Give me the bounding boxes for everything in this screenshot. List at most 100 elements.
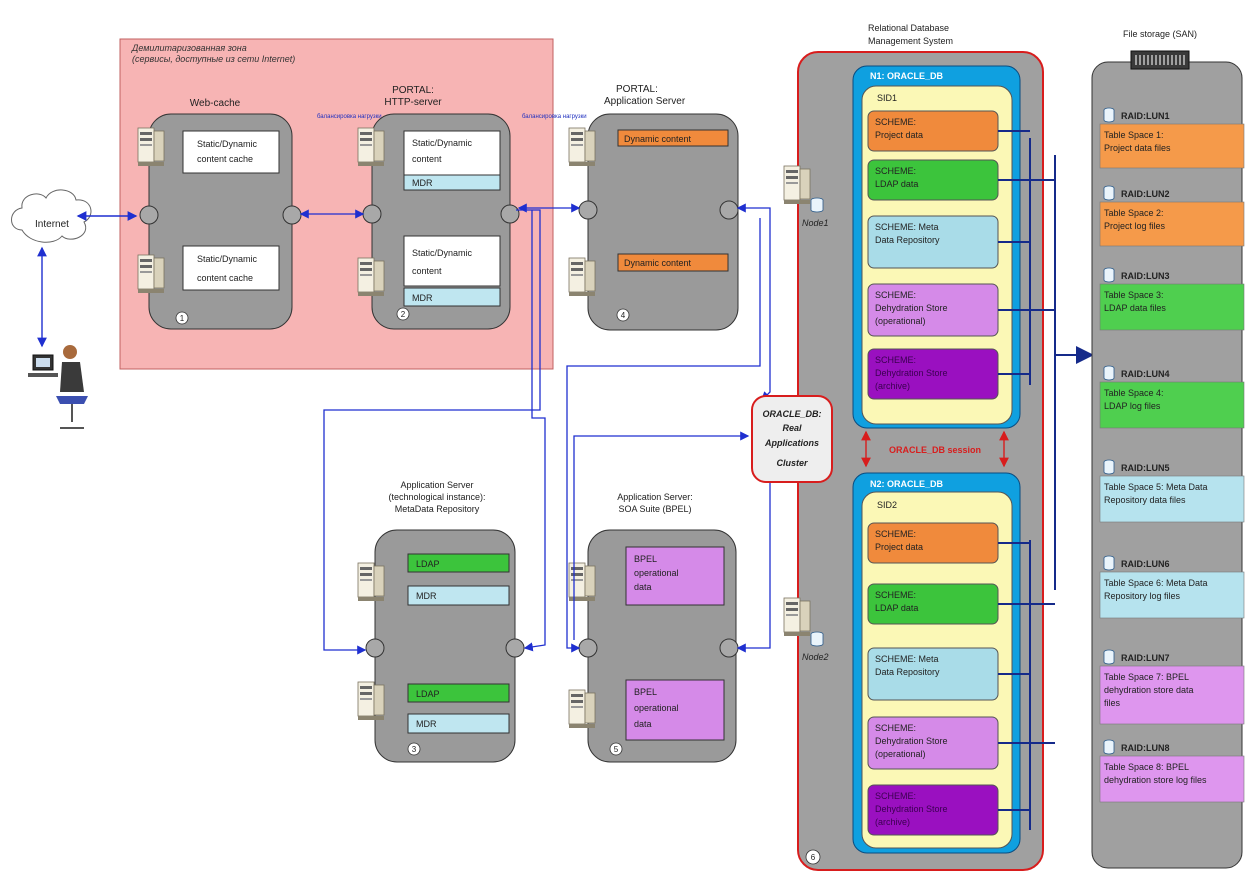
node2-icon: Node2: [783, 597, 829, 662]
lun-line3: files: [1104, 698, 1121, 708]
soa-number: 5: [614, 745, 619, 754]
webcache-server: Web-cache Static/Dynamic content cache S…: [137, 98, 302, 330]
scheme-box: SCHEME:Dehydration Store(archive): [867, 348, 1030, 400]
dmz-title: Демилитаризованная зона: [131, 43, 247, 53]
rac-cluster: ORACLE_DB: Real Applications Cluster: [751, 395, 833, 483]
soa-title1: Application Server:: [617, 492, 693, 502]
soa-bpel2-l1: BPEL: [634, 687, 657, 697]
lun-name: RAID:LUN4: [1121, 369, 1170, 379]
http-title2: HTTP-server: [384, 97, 442, 108]
scheme-box: SCHEME:Project data: [867, 110, 1030, 152]
storage-title: File storage (SAN): [1123, 29, 1197, 39]
scheme-line1: SCHEME:: [875, 355, 916, 365]
meta-title2: (technological instance):: [388, 492, 485, 502]
app-server: PORTAL: Application Server Dynamic conte…: [568, 84, 739, 331]
http-number: 2: [401, 310, 406, 319]
app-dyn1: Dynamic content: [624, 134, 692, 144]
meta-server: Application Server (technological instan…: [357, 480, 525, 763]
lun-name: RAID:LUN5: [1121, 463, 1170, 473]
rac-line3: Applications: [764, 438, 819, 448]
rdbms-number: 6: [811, 853, 816, 862]
scheme-line1: SCHEME:: [875, 166, 916, 176]
scheme-line2: LDAP data: [875, 603, 918, 613]
session-label: ORACLE_DB session: [889, 445, 981, 455]
scheme-box: SCHEME:Dehydration Store(operational): [867, 283, 1055, 337]
balancer-label-2: балансировка нагрузки: [522, 114, 587, 120]
disk-icon: [1103, 365, 1115, 381]
scheme-line3: (operational): [875, 316, 926, 326]
webcache-number: 1: [180, 314, 185, 323]
lun-name: RAID:LUN2: [1121, 189, 1170, 199]
lun-line2: Project data files: [1104, 143, 1171, 153]
scheme-line2: Dehydration Store: [875, 303, 948, 313]
http-mdr2: MDR: [412, 293, 433, 303]
scheme-line1: SCHEME:: [875, 529, 916, 539]
scheme-line3: (operational): [875, 749, 926, 759]
scheme-line2: Project data: [875, 542, 923, 552]
scheme-box: SCHEME: Project data: [867, 522, 1030, 564]
lun-line1: Table Space 8: BPEL: [1104, 762, 1189, 772]
lun-line2: Project log files: [1104, 221, 1166, 231]
rac-line2: Real: [782, 423, 802, 433]
db1-sid: SID1: [877, 93, 897, 103]
scheme-line2: LDAP data: [875, 179, 918, 189]
scheme-box: SCHEME: MetaData Repository: [867, 215, 1030, 269]
app-dyn2: Dynamic content: [624, 258, 692, 268]
scheme-box: SCHEME: MetaData Repository: [867, 647, 1030, 701]
lun-line2: Repository log files: [1104, 591, 1181, 601]
scheme-line1: SCHEME: Meta: [875, 654, 939, 664]
lun-line1: Table Space 5: Meta Data: [1104, 482, 1208, 492]
soa-bpel2-l3: data: [634, 719, 652, 729]
app-number: 4: [621, 311, 626, 320]
lun-name: RAID:LUN1: [1121, 111, 1170, 121]
http-box1-line2: content: [412, 154, 442, 164]
disk-icon: [1103, 649, 1115, 665]
soa-bpel1-l1: BPEL: [634, 554, 657, 564]
lun-name: RAID:LUN8: [1121, 743, 1170, 753]
user-icon: [28, 345, 88, 429]
disk-icon: [1103, 555, 1115, 571]
scheme-line3: (archive): [875, 817, 910, 827]
dmz-subtitle: (сервисы, доступные из сети Internet): [132, 54, 295, 64]
lun-line2: LDAP data files: [1104, 303, 1166, 313]
soa-bpel2-l2: operational: [634, 703, 679, 713]
meta-title1: Application Server: [400, 480, 473, 490]
scheme-line2: Dehydration Store: [875, 736, 948, 746]
meta-mdr1: MDR: [416, 591, 437, 601]
lun-name: RAID:LUN7: [1121, 653, 1170, 663]
db-instance-2: N2: ORACLE_DB SID2 SCHEME:Project dataSC…: [852, 472, 1055, 854]
node1-icon: Node1: [783, 165, 829, 228]
node1-label: Node1: [802, 218, 829, 228]
meta-ldap2: LDAP: [416, 689, 440, 699]
lun-line1: Table Space 7: BPEL: [1104, 672, 1189, 682]
rdbms-title1: Relational Database: [868, 23, 949, 33]
scheme-line2: Project data: [875, 130, 923, 140]
rac-line1: ORACLE_DB:: [762, 409, 821, 419]
soa-server: Application Server: SOA Suite (BPEL) BPE…: [568, 492, 739, 763]
scheme-box: SCHEME:LDAP data: [867, 583, 1055, 625]
lun-name: RAID:LUN3: [1121, 271, 1170, 281]
http-box2-line1: Static/Dynamic: [412, 248, 473, 258]
http-box1-line1: Static/Dynamic: [412, 138, 473, 148]
webcache-box2-line1: Static/Dynamic: [197, 254, 258, 264]
meta-title3: MetaData Repository: [395, 504, 480, 514]
soa-bpel1-l3: data: [634, 582, 652, 592]
scheme-line3: (archive): [875, 381, 910, 391]
app-title2: Application Server: [604, 96, 686, 107]
http-box2-line2: content: [412, 266, 442, 276]
lun-line2: dehydration store log files: [1104, 775, 1207, 785]
lun-line1: Table Space 1:: [1104, 130, 1164, 140]
meta-mdr2: MDR: [416, 719, 437, 729]
rac-line4: Cluster: [776, 458, 808, 468]
